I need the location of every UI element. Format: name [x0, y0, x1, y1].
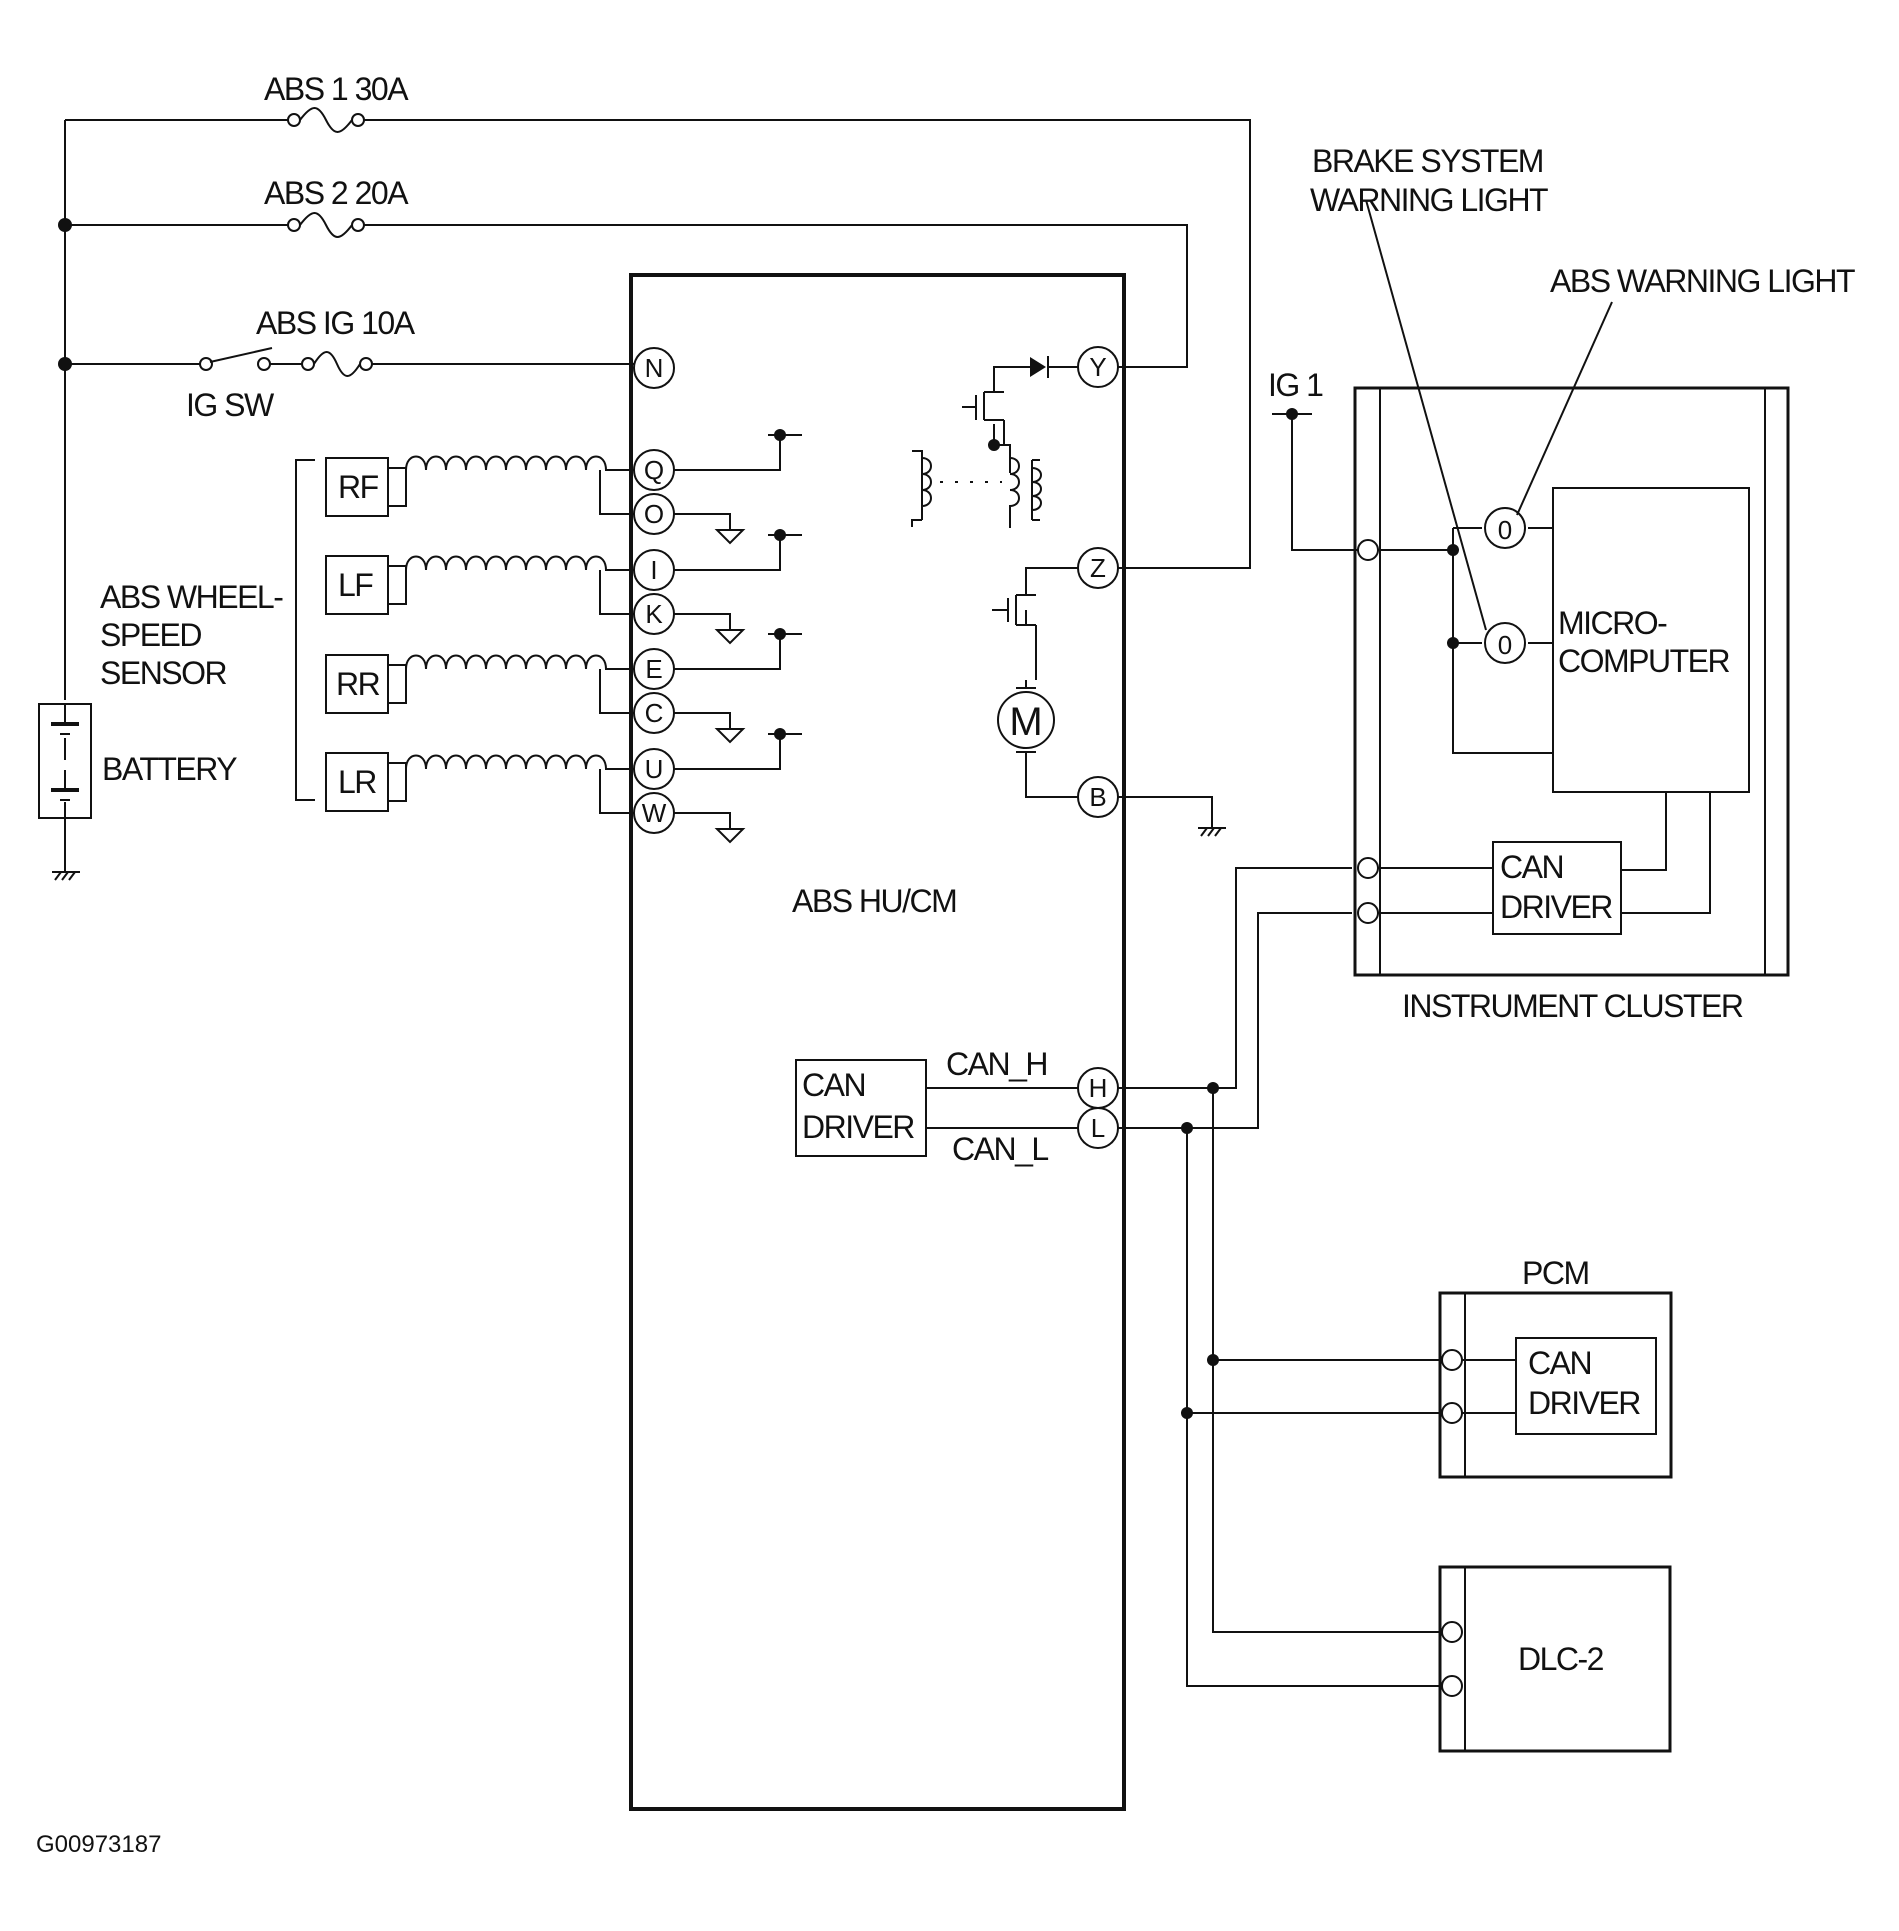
- sensor-rf: RF: [325, 455, 634, 517]
- pcm-can-driver-label-1: CAN: [1528, 1345, 1591, 1381]
- svg-text:K: K: [645, 599, 663, 629]
- abs-hu-cm-module: [629, 273, 1126, 1811]
- cluster-pin-can-h: [1357, 857, 1379, 879]
- abs-warning-label: ABS WARNING LIGHT: [1550, 263, 1855, 299]
- svg-text:0: 0: [1498, 515, 1512, 545]
- sensor-lr-label: LR: [338, 764, 376, 800]
- pump-motor-label: M: [1009, 700, 1042, 744]
- sensor-bracket: [295, 459, 315, 801]
- brake-warning-leader: [1365, 199, 1487, 631]
- dlc-pin-can-h: [1441, 1621, 1463, 1643]
- abs-terminal-b: B: [1077, 776, 1119, 818]
- pcm-can-driver-label-2: DRIVER: [1528, 1385, 1640, 1421]
- abs-terminal-c: C: [633, 692, 675, 734]
- abs-can-driver: CAN DRIVER: [795, 1059, 1082, 1157]
- dlc-label: DLC-2: [1518, 1641, 1604, 1677]
- pump-motor: [997, 691, 1055, 749]
- abs-terminal-z: Z: [1077, 547, 1119, 589]
- svg-text:O: O: [644, 499, 664, 529]
- svg-text:0: 0: [1498, 630, 1512, 660]
- ig1-label: IG 1: [1268, 367, 1323, 403]
- fuse-abs2-label: ABS 2 20A: [264, 175, 409, 211]
- instrument-cluster: [1353, 386, 1790, 977]
- pcm-label: PCM: [1522, 1255, 1589, 1291]
- microcomputer: MICRO- COMPUTER: [1552, 487, 1750, 793]
- svg-text:W: W: [642, 798, 667, 828]
- fuse-abs1: [287, 107, 365, 133]
- battery-symbol: [38, 703, 92, 881]
- abs-terminal-k: K: [633, 593, 675, 635]
- abs-module-label: ABS HU/CM: [792, 883, 956, 919]
- abs-can-driver-label-1: CAN: [802, 1067, 865, 1103]
- brake-system-warning-light: 0: [1484, 622, 1526, 664]
- cluster-pin-ig1: [1357, 539, 1379, 561]
- sensor-rr: RR: [325, 654, 634, 714]
- pump-motor-driver: M: [992, 567, 1082, 798]
- abs-can-driver-label-2: DRIVER: [802, 1109, 914, 1145]
- wheel-speed-sensor-label-3: SENSOR: [100, 655, 227, 691]
- microcomputer-label-1: MICRO-: [1558, 605, 1667, 641]
- can-h-label: CAN_H: [946, 1046, 1047, 1082]
- abs-terminal-u: U: [633, 748, 675, 790]
- svg-text:I: I: [650, 555, 657, 585]
- ig-switch: [199, 347, 273, 371]
- cluster-can-driver: CAN DRIVER: [1492, 841, 1622, 935]
- svg-text:Y: Y: [1089, 352, 1106, 382]
- solenoid-valve-driver: [911, 356, 1082, 528]
- svg-text:B: B: [1089, 782, 1106, 812]
- fuse-abs1-label: ABS 1 30A: [264, 71, 409, 107]
- brake-warning-label-2: WARNING LIGHT: [1310, 182, 1548, 218]
- fuse-absig-label: ABS IG 10A: [256, 305, 416, 341]
- dlc-2-connector: DLC-2: [1438, 1565, 1672, 1753]
- abs-terminal-o: O: [633, 493, 675, 535]
- power-feed-wires: [58, 119, 1251, 700]
- svg-text:C: C: [645, 698, 664, 728]
- svg-text:U: U: [645, 754, 664, 784]
- wheel-speed-sensor-label-2: SPEED: [100, 617, 201, 653]
- abs-terminal-y: Y: [1077, 346, 1119, 388]
- abs-terminal-w: W: [633, 792, 675, 834]
- pcm-pin-can-l: [1441, 1402, 1463, 1424]
- svg-text:N: N: [645, 353, 664, 383]
- can-bus-wires: [1117, 867, 1442, 1687]
- abs-terminal-q: Q: [633, 449, 675, 491]
- dlc-pin-can-l: [1441, 1675, 1463, 1697]
- abs-terminal-n: N: [633, 347, 675, 389]
- can-l-label: CAN_L: [952, 1131, 1048, 1167]
- abs-terminal-h: H: [1077, 1067, 1119, 1109]
- pcm-pin-can-h: [1441, 1349, 1463, 1371]
- fuse-absig: [270, 351, 373, 377]
- figure-id: G00973187: [36, 1831, 161, 1858]
- ig-switch-label: IG SW: [186, 387, 275, 423]
- svg-text:Q: Q: [644, 455, 664, 485]
- cluster-can-driver-label-2: DRIVER: [1500, 889, 1612, 925]
- svg-text:H: H: [1089, 1073, 1108, 1103]
- fuse-abs2: [287, 212, 365, 238]
- abs-terminal-l: L: [1077, 1107, 1119, 1149]
- abs-terminal-e: E: [633, 648, 675, 690]
- svg-text:L: L: [1091, 1113, 1105, 1143]
- ig1-feed: [1272, 408, 1358, 551]
- sensor-rf-label: RF: [338, 469, 379, 505]
- sensor-rr-label: RR: [336, 666, 380, 702]
- svg-text:Z: Z: [1090, 553, 1106, 583]
- svg-text:E: E: [645, 654, 662, 684]
- abs-warning-leader: [1516, 301, 1613, 516]
- cluster-pin-can-l: [1357, 902, 1379, 924]
- instrument-cluster-label: INSTRUMENT CLUSTER: [1402, 988, 1743, 1024]
- ground-b: [1117, 796, 1226, 837]
- cluster-can-driver-label-1: CAN: [1500, 849, 1563, 885]
- sensor-input-circuits: [674, 429, 802, 844]
- sensor-lf-label: LF: [338, 567, 373, 603]
- pcm-module: CAN DRIVER: [1438, 1291, 1673, 1479]
- abs-terminal-i: I: [633, 549, 675, 591]
- microcomputer-label-2: COMPUTER: [1558, 643, 1730, 679]
- wheel-speed-sensor-label-1: ABS WHEEL-: [100, 579, 283, 615]
- sensor-lf: LF: [325, 555, 634, 615]
- sensor-lr: LR: [325, 752, 634, 814]
- brake-warning-label-1: BRAKE SYSTEM: [1312, 143, 1543, 179]
- abs-warning-light: 0: [1484, 507, 1526, 549]
- battery-label: BATTERY: [102, 751, 237, 787]
